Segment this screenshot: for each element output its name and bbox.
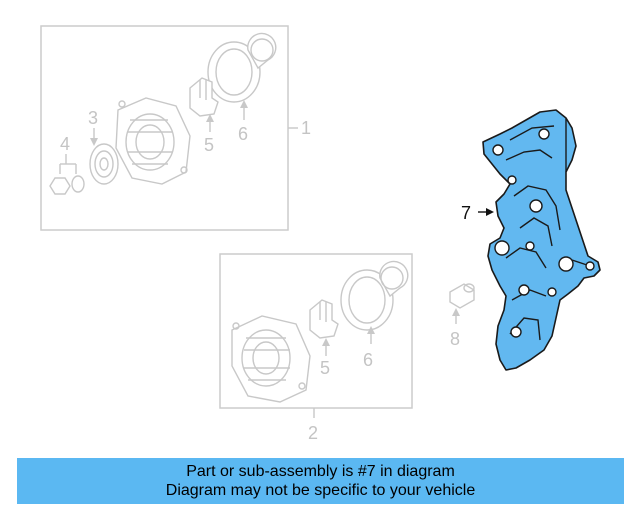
caption-line-1: Part or sub-assembly is #7 in diagram — [186, 463, 455, 480]
regulator-2 — [309, 299, 339, 339]
callout-6a: 6 — [238, 124, 248, 144]
callout-7: 7 — [461, 203, 471, 223]
bushing-8 — [449, 283, 475, 309]
callout-5a: 5 — [204, 135, 214, 155]
mounting-bracket-7 — [482, 109, 601, 371]
callout-5b: 5 — [320, 358, 330, 378]
regulator-1 — [189, 77, 219, 117]
callout-4: 4 — [60, 134, 70, 154]
pulley-cover-2 — [340, 260, 409, 331]
alternator-2 — [231, 315, 311, 403]
assembly-2-group: 2 6 5 — [219, 253, 413, 443]
pulley-1 — [89, 143, 119, 185]
callout-3: 3 — [88, 108, 98, 128]
caption-banner: Part or sub-assembly is #7 in diagram Di… — [17, 458, 624, 504]
caption-line-2: Diagram may not be specific to your vehi… — [165, 482, 476, 499]
pulley-cover-1 — [207, 32, 277, 103]
callout-8: 8 — [450, 329, 460, 349]
nut-washer-1 — [49, 175, 85, 195]
callout-6b: 6 — [363, 350, 373, 370]
assembly-1-group: 1 6 5 — [40, 25, 311, 231]
callout-1: 1 — [301, 118, 311, 138]
assembly-2-box — [219, 253, 413, 409]
bracket-body — [482, 109, 601, 371]
alternator-1 — [115, 97, 191, 185]
callout-2: 2 — [308, 423, 318, 443]
